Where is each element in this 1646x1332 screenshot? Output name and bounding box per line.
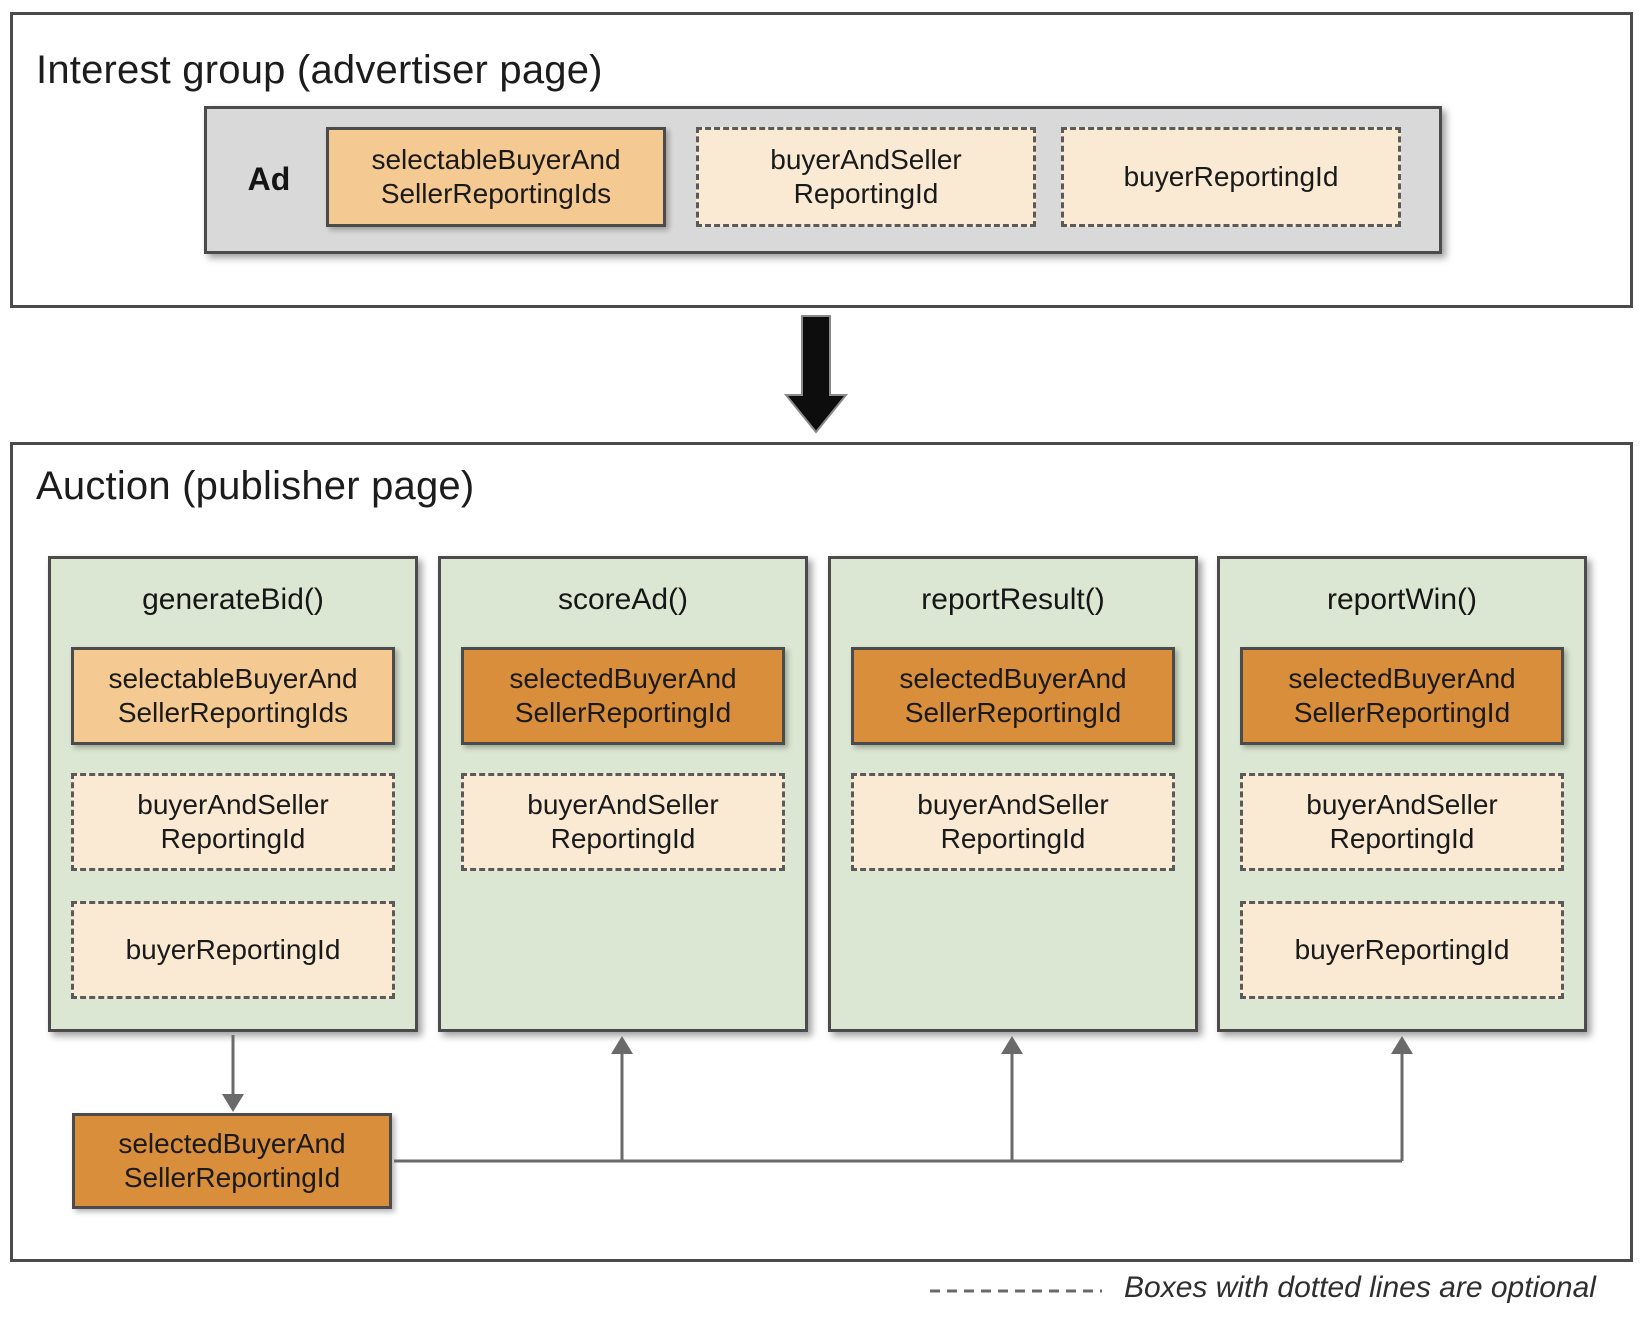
reportresult-title: reportResult() bbox=[921, 583, 1105, 616]
scoread-column: scoreAd() selectedBuyerAnd SellerReporti… bbox=[438, 556, 808, 1032]
buyer-reporting-id-box: buyerReportingId bbox=[1061, 127, 1401, 227]
buyer-and-seller-reporting-id-box: buyerAndSeller ReportingId bbox=[461, 773, 785, 871]
buyer-and-seller-reporting-id-box: buyerAndSeller ReportingId bbox=[1240, 773, 1564, 871]
auction-title: Auction (publisher page) bbox=[36, 464, 475, 508]
generatebid-title: generateBid() bbox=[142, 583, 324, 616]
ad-container: Ad selectableBuyerAnd SellerReportingIds… bbox=[204, 106, 1442, 254]
selectable-buyer-and-seller-reporting-ids-box: selectableBuyerAnd SellerReportingIds bbox=[71, 647, 395, 745]
legend-text: Boxes with dotted lines are optional bbox=[1124, 1271, 1596, 1304]
selected-buyer-and-seller-reporting-id-box: selectedBuyerAnd SellerReportingId bbox=[851, 647, 1175, 745]
ad-label: Ad bbox=[247, 161, 291, 197]
buyer-and-seller-reporting-id-box: buyerAndSeller ReportingId bbox=[851, 773, 1175, 871]
selected-buyer-and-seller-reporting-id-box: selectedBuyerAnd SellerReportingId bbox=[1240, 647, 1564, 745]
reportwin-column: reportWin() selectedBuyerAnd SellerRepor… bbox=[1217, 556, 1587, 1032]
scoread-title: scoreAd() bbox=[557, 583, 689, 616]
buyer-reporting-id-box: buyerReportingId bbox=[71, 901, 395, 999]
selected-buyer-and-seller-reporting-id-box: selectedBuyerAnd SellerReportingId bbox=[461, 647, 785, 745]
selectable-buyer-and-seller-reporting-ids-box: selectableBuyerAnd SellerReportingIds bbox=[326, 127, 666, 227]
interest-group-title: Interest group (advertiser page) bbox=[36, 48, 603, 92]
reportwin-title: reportWin() bbox=[1326, 583, 1477, 616]
reportresult-column: reportResult() selectedBuyerAnd SellerRe… bbox=[828, 556, 1198, 1032]
buyer-and-seller-reporting-id-box: buyerAndSeller ReportingId bbox=[696, 127, 1036, 227]
buyer-reporting-id-box: buyerReportingId bbox=[1240, 901, 1564, 999]
generatebid-column: generateBid() selectableBuyerAnd SellerR… bbox=[48, 556, 418, 1032]
selected-id-output-box: selectedBuyerAnd SellerReportingId bbox=[72, 1113, 392, 1209]
dashed-line-icon bbox=[930, 1289, 1102, 1293]
buyer-and-seller-reporting-id-box: buyerAndSeller ReportingId bbox=[71, 773, 395, 871]
down-arrow-icon bbox=[783, 315, 849, 434]
